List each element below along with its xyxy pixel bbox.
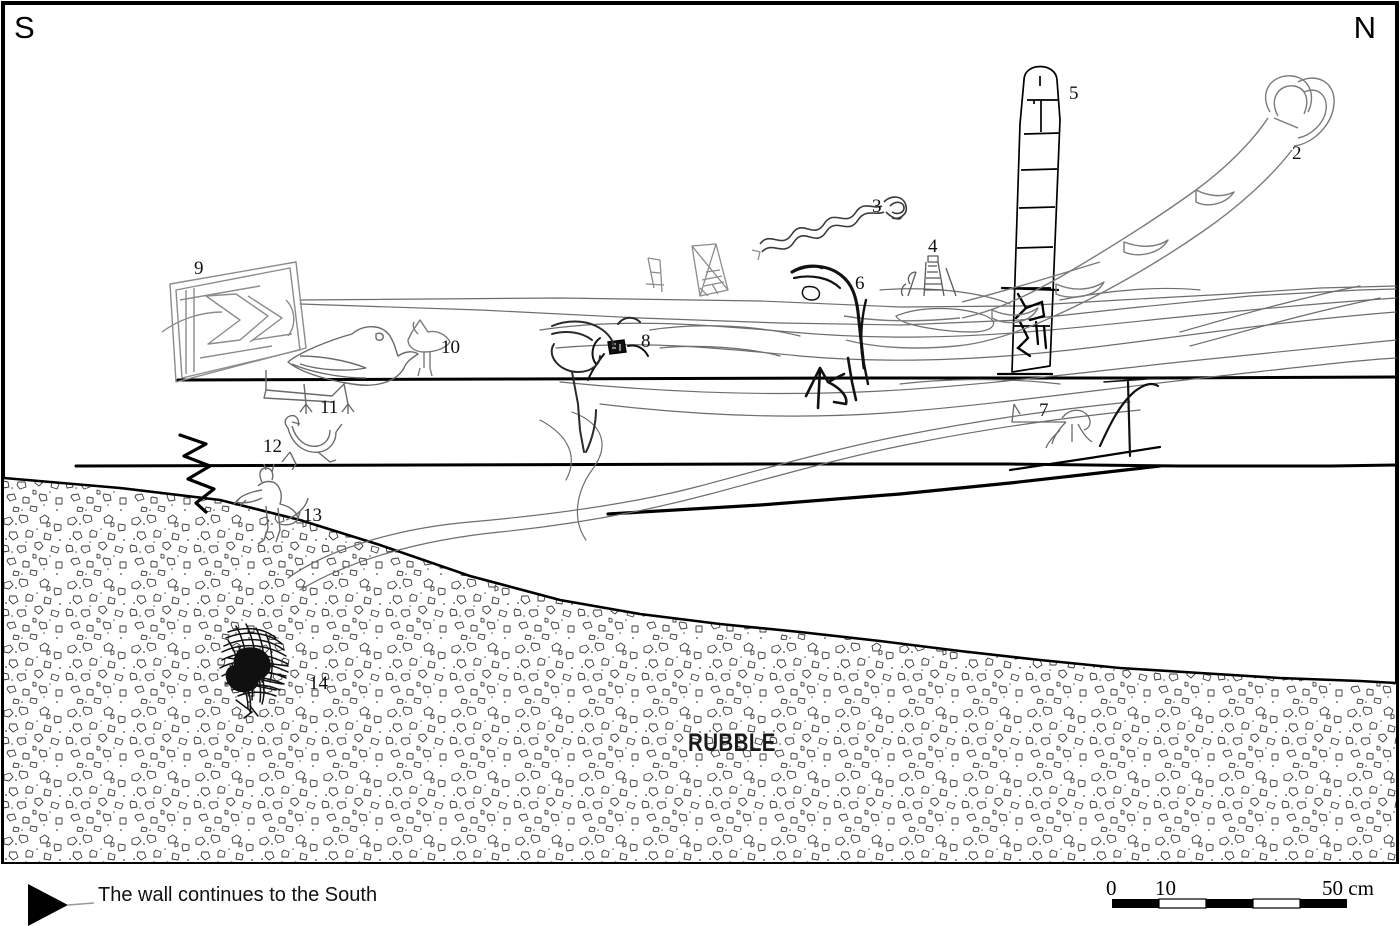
faint-anthropomorph-group xyxy=(645,243,761,297)
scale-tick-0: 0 xyxy=(1106,876,1117,900)
motif-5-base-marks xyxy=(996,286,1060,376)
motif-number-label-6: 6 xyxy=(855,273,865,294)
stratum-line-diagonal-upper xyxy=(1008,445,1162,472)
motif-number-label-8: 8 xyxy=(641,331,651,352)
rubble-upper-boundary xyxy=(3,476,1397,685)
scale-bar xyxy=(1112,898,1347,909)
motif-number-label-13: 13 xyxy=(303,505,322,526)
faint-contour-lines xyxy=(287,285,1397,591)
rubble-deposit xyxy=(3,476,1397,862)
motif-number-label-12: 12 xyxy=(263,436,282,457)
stratum-line-upper xyxy=(176,375,1398,382)
motif-14-dark-core xyxy=(225,647,271,693)
motif-10-small-bird xyxy=(407,319,451,377)
stratum-line-diagonal xyxy=(606,464,1162,516)
scale-tick-50: 50 cm xyxy=(1322,876,1374,900)
motif-3-wavy-serpent xyxy=(759,196,908,253)
motif-7-faint-figures xyxy=(1011,403,1093,449)
motif-number-label-7: 7 xyxy=(1039,400,1049,421)
motif-number-label-14: 14 xyxy=(309,673,328,694)
motif-2-serpentine xyxy=(843,75,1335,349)
scale-tick-10: 10 xyxy=(1155,876,1176,900)
motif-13-quadruped xyxy=(233,463,309,545)
pole-cross-marks xyxy=(1098,377,1161,458)
wall-continues-arrow xyxy=(28,884,95,926)
legend-note: The wall continues to the South xyxy=(98,884,378,906)
motif-number-label-10: 10 xyxy=(441,337,460,358)
motif-number-label-11: 11 xyxy=(320,397,339,418)
rubble-deposit-label: RUBBLE xyxy=(688,729,776,757)
motif-number-label-3: 3 xyxy=(872,196,882,217)
stratum-lines xyxy=(74,375,1398,516)
motif-number-label-4: 4 xyxy=(928,236,938,257)
motif-number-label-5: 5 xyxy=(1069,83,1079,104)
motif-6-hook-line xyxy=(790,264,870,386)
fissure-zigzag-mark xyxy=(178,433,216,514)
motif-4-ladder-tower xyxy=(900,255,957,297)
compass-label-south: S xyxy=(14,10,35,45)
arrow-mark-motif xyxy=(804,356,858,410)
motif-number-label-2: 2 xyxy=(1292,143,1302,164)
motif-9-chevron-panel xyxy=(161,261,307,383)
motif-12-crescent-quadruped xyxy=(281,414,343,471)
motif-11-large-bird xyxy=(263,326,419,414)
stratum-line-lower xyxy=(74,462,1398,468)
motif-8-rectangle xyxy=(550,316,649,453)
motif-number-label-9: 9 xyxy=(194,258,204,279)
compass-label-north: N xyxy=(1353,10,1376,45)
